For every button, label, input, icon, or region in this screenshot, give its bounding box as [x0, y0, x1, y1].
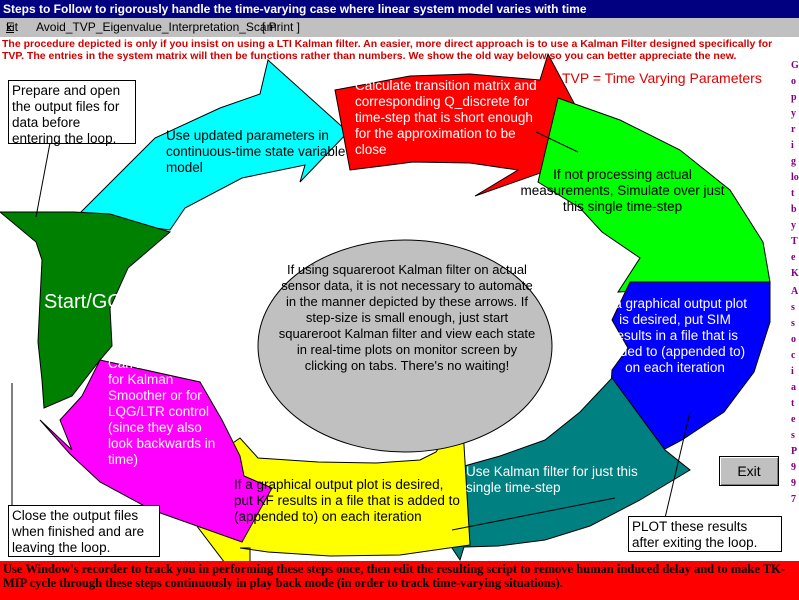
kf-output-label: If a graphical output plot is desired, p…	[234, 477, 460, 524]
arrow-start-go	[0, 211, 172, 409]
center-note-ellipse	[257, 239, 553, 453]
leader-line-plot	[664, 411, 691, 519]
menu-print[interactable]: [ Print ]	[262, 20, 301, 34]
update-params-label: Use updated parameters in continuous-tim…	[166, 128, 346, 175]
prepare-files-note: Prepare and open the output files for da…	[8, 80, 136, 146]
arrow-kf-output	[167, 410, 471, 598]
simulate-label: If not processing actual measurements, S…	[520, 167, 725, 214]
start-go-label[interactable]: Start/GO	[44, 291, 123, 313]
tvp-legend: TVP = Time Varying Parameters	[562, 70, 762, 86]
smoother-note-label: Can't do likewise for Kalman Smoother or…	[108, 356, 216, 467]
menu-avoid-tvp[interactable]: Avoid_TVP_Eigenvalue_Interpretation_Scam	[36, 20, 277, 34]
center-note-text: If using squareroot Kalman filter on act…	[278, 262, 536, 373]
arrow-kalman-filter	[439, 377, 691, 562]
footer-note: Use Window's recorder to track you in pe…	[0, 561, 799, 600]
window-title: Steps to Follow to rigorously handle the…	[0, 0, 799, 18]
plot-results-note: PLOT these results after exiting the loo…	[628, 516, 782, 552]
kalman-filter-label: Use Kalman filter for just this single t…	[466, 464, 638, 495]
leader-line-kf-output	[451, 497, 616, 531]
warning-text: The procedure depicted is only if you in…	[2, 38, 773, 62]
exit-button[interactable]: Exit	[719, 456, 779, 486]
transition-matrix-label: Calculate transition matrix and correspo…	[355, 78, 537, 157]
sim-output-label: If a graphical output plot is desired, p…	[602, 296, 748, 375]
leader-line-prepare	[35, 142, 51, 218]
arrow-transition-matrix	[334, 52, 601, 197]
leader-line-transition	[535, 131, 579, 153]
close-files-note: Close the output files when finished and…	[8, 505, 160, 557]
